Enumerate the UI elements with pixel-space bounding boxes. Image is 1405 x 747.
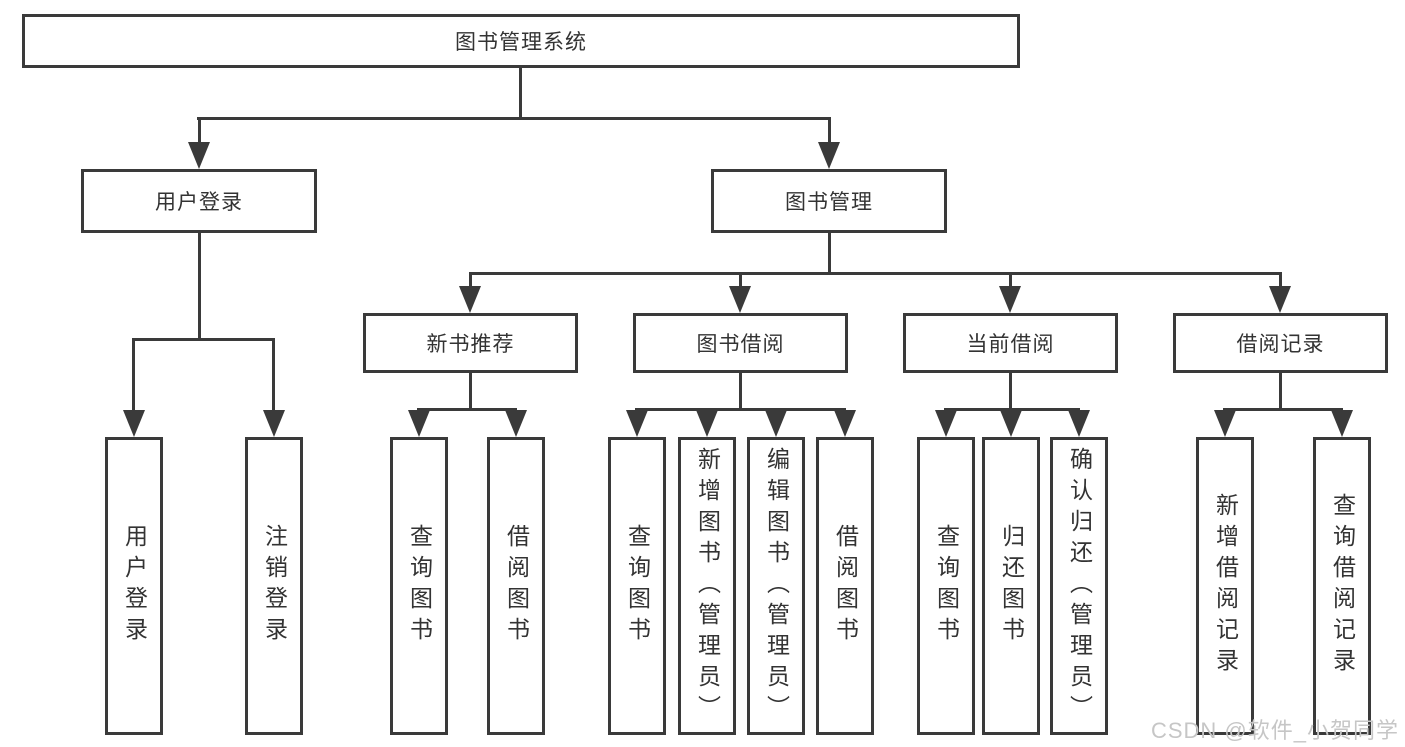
connector-stub [1279,275,1282,289]
leaf-label: 借阅图书 [832,524,859,648]
leaf-query-borrow-record: 查询借阅记录 [1313,437,1371,735]
connector-level3-bar [469,272,1282,275]
arrow-down-icon [188,142,210,169]
arrow-down-icon [123,410,145,437]
arrow-down-icon [818,142,840,169]
connector-stub [469,275,472,289]
leaf-query-book: 查询图书 [390,437,448,735]
connector-stub [739,275,742,289]
leaf-label: 编辑图书（管理员） [763,446,790,726]
leaf-label: 查询图书 [406,524,433,648]
connector-book-management-stub [828,120,831,145]
leaf-label: 注销登录 [261,524,288,648]
connector-stub [272,338,275,414]
connector-bar [635,408,846,411]
arrow-down-icon [1214,410,1236,437]
node-current-borrow: 当前借阅 [903,313,1118,373]
leaf-add-book-admin: 新增图书（管理员） [678,437,736,735]
leaf-label: 确认归还（管理员） [1066,446,1093,726]
leaf-label: 用户登录 [121,524,148,648]
node-library-management-system: 图书管理系统 [22,14,1020,68]
leaf-label: 新增图书（管理员） [694,446,721,726]
leaf-borrow-book: 借阅图书 [487,437,545,735]
leaf-return-book: 归还图书 [982,437,1040,735]
leaf-add-borrow-record: 新增借阅记录 [1196,437,1254,735]
arrow-down-icon [626,410,648,437]
arrow-down-icon [459,286,481,313]
node-new-book-recommend: 新书推荐 [363,313,578,373]
leaf-confirm-return-admin: 确认归还（管理员） [1050,437,1108,735]
arrow-down-icon [1269,286,1291,313]
connector-drop [1279,373,1282,411]
leaf-label: 查询借阅记录 [1329,493,1356,679]
connector-user-login-stub [198,120,201,145]
leaf-edit-book-admin: 编辑图书（管理员） [747,437,805,735]
arrow-down-icon [696,410,718,437]
connector-stub [1009,275,1012,289]
leaf-query-book: 查询图书 [608,437,666,735]
connector-drop [469,373,472,411]
connector-user-login-drop [198,233,201,340]
node-borrow-record: 借阅记录 [1173,313,1388,373]
connector-drop [739,373,742,411]
connector-bar [417,408,517,411]
watermark: CSDN @软件_小贺同学 [1150,718,1399,743]
arrow-down-icon [408,410,430,437]
connector-bar [944,408,1080,411]
arrow-down-icon [263,410,285,437]
node-book-borrow: 图书借阅 [633,313,848,373]
connector-root-drop [519,68,522,120]
leaf-label: 借阅图书 [503,524,530,648]
connector-level2-bar [197,117,831,120]
leaf-label: 新增借阅记录 [1212,493,1239,679]
arrow-down-icon [729,286,751,313]
arrow-down-icon [999,286,1021,313]
arrow-down-icon [505,410,527,437]
leaf-label: 查询图书 [933,524,960,648]
arrow-down-icon [765,410,787,437]
connector-bar [1223,408,1343,411]
leaf-logout: 注销登录 [245,437,303,735]
connector-book-management-drop [828,233,831,275]
arrow-down-icon [935,410,957,437]
connector-drop [1009,373,1012,411]
arrow-down-icon [1068,410,1090,437]
node-user-login: 用户登录 [81,169,317,233]
leaf-user-login: 用户登录 [105,437,163,735]
leaf-borrow-book: 借阅图书 [816,437,874,735]
connector-stub [132,338,135,414]
arrow-down-icon [1331,410,1353,437]
connector-user-login-bar [132,338,275,341]
node-book-management: 图书管理 [711,169,947,233]
arrow-down-icon [834,410,856,437]
leaf-label: 归还图书 [998,524,1025,648]
leaf-label: 查询图书 [624,524,651,648]
leaf-query-book: 查询图书 [917,437,975,735]
arrow-down-icon [1000,410,1022,437]
